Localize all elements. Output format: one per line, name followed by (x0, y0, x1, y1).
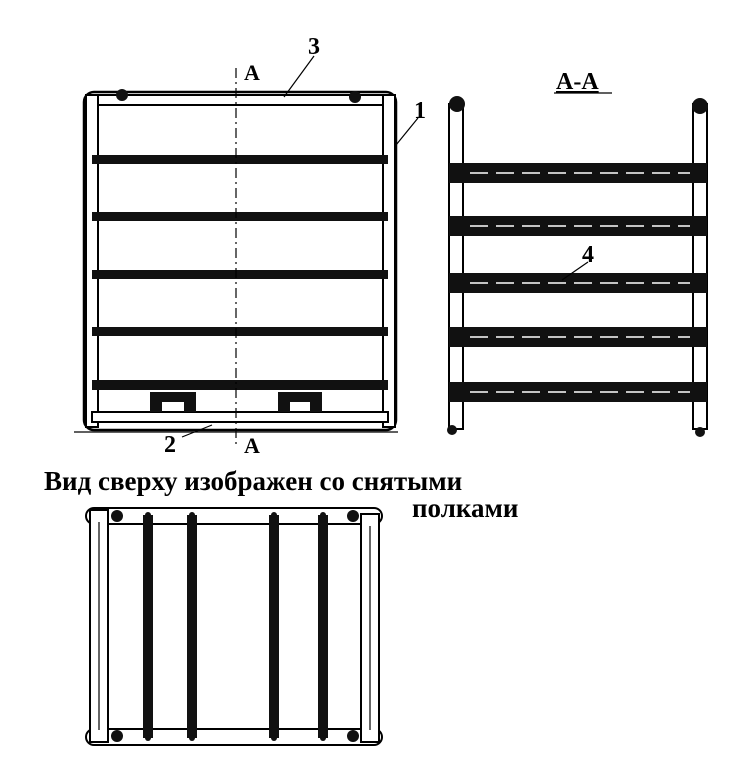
part-label-3: 3 (308, 34, 320, 60)
top-view (85, 507, 383, 746)
top-view-corner-knob (111, 730, 123, 742)
section-view-top-knob-left (449, 96, 465, 112)
front-view-bottom-shelf (92, 380, 388, 390)
front-view-foot-right (278, 392, 322, 412)
front-view-left-post (85, 94, 99, 428)
front-view-shelf (92, 155, 388, 164)
leader-line-4 (561, 261, 589, 281)
front-view-foot-left (150, 392, 196, 412)
top-view-corner-knob (111, 510, 123, 522)
front-view-top-knob-left (116, 89, 128, 101)
top-view-top-rail (85, 507, 383, 525)
part-label-1: 1 (414, 98, 426, 124)
front-view-shelf (92, 270, 388, 279)
section-view-foot-right (695, 427, 705, 437)
section-mark-bottom: А (244, 433, 260, 458)
top-view-bar (269, 515, 279, 738)
top-view-bar (143, 515, 153, 738)
front-view-shelf (92, 212, 388, 221)
front-view-top-rail (89, 94, 391, 106)
section-view-top-knob-right (692, 98, 708, 114)
caption-line-1: Вид сверху изображен со снятыми (44, 466, 462, 496)
front-view-top-knob-right (349, 91, 361, 103)
top-view-corner-knob (347, 730, 359, 742)
section-view-right-post (692, 103, 708, 430)
front-view-right-post (382, 94, 396, 428)
part-label-2: 2 (164, 432, 176, 458)
top-view-bottom-rail (85, 728, 383, 746)
section-view-foot-left (447, 425, 457, 435)
top-view-bar (318, 515, 328, 738)
front-view-bottom-rail (91, 411, 389, 423)
section-title: А-А (556, 69, 599, 95)
leader-line-1 (395, 117, 419, 146)
leader-line-3 (283, 55, 315, 98)
leader-line-2 (181, 424, 213, 438)
section-mark-top: А (244, 60, 260, 85)
caption-line-2: полками (412, 493, 518, 523)
part-label-4: 4 (582, 242, 594, 268)
front-view-outer-frame (82, 90, 398, 432)
top-view-corner-knob (347, 510, 359, 522)
section-view (447, 96, 708, 437)
top-view-bar (187, 515, 197, 738)
front-view (74, 55, 419, 445)
section-view-left-post (448, 103, 464, 430)
front-view-inner-frame (91, 99, 389, 423)
front-view-shelf (92, 327, 388, 336)
